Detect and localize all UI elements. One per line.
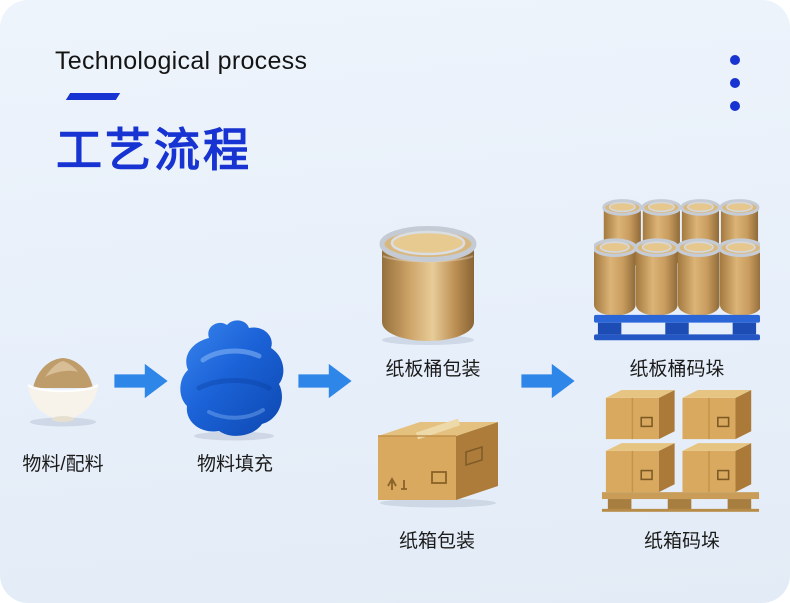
flow-arrow-1 (114, 363, 168, 399)
flow-step-label-carton-packing: 纸箱包装 (398, 531, 476, 552)
drums-on-pallet-illustration (594, 199, 760, 341)
flow-step-label-filling: 物料填充 (196, 454, 274, 475)
flow-step-label-carton-palletizing: 纸箱码垛 (643, 531, 721, 552)
powder-bowl-illustration (27, 358, 99, 427)
flow-step-label-drum-palletizing: 纸板桶码垛 (629, 359, 725, 380)
flow-arrow-2 (298, 363, 352, 399)
carton-box-illustration (378, 418, 498, 508)
dot-icon (730, 101, 740, 111)
menu-dots-icon (730, 55, 740, 111)
flow-step-label-drum-packing: 纸板桶包装 (385, 359, 481, 380)
title-english: Technological process (55, 47, 308, 75)
flow-arrow-3 (521, 363, 575, 399)
title-chinese: 工艺流程 (56, 124, 252, 176)
fiber-drum-illustration (379, 226, 477, 345)
dot-icon (730, 55, 740, 65)
dot-icon (730, 78, 740, 88)
accent-dash (65, 93, 121, 100)
cartons-on-pallet-illustration (601, 389, 760, 512)
flow-step-label-materials: 物料/配料 (22, 454, 104, 475)
blue-vacuum-bag-illustration (180, 320, 284, 441)
